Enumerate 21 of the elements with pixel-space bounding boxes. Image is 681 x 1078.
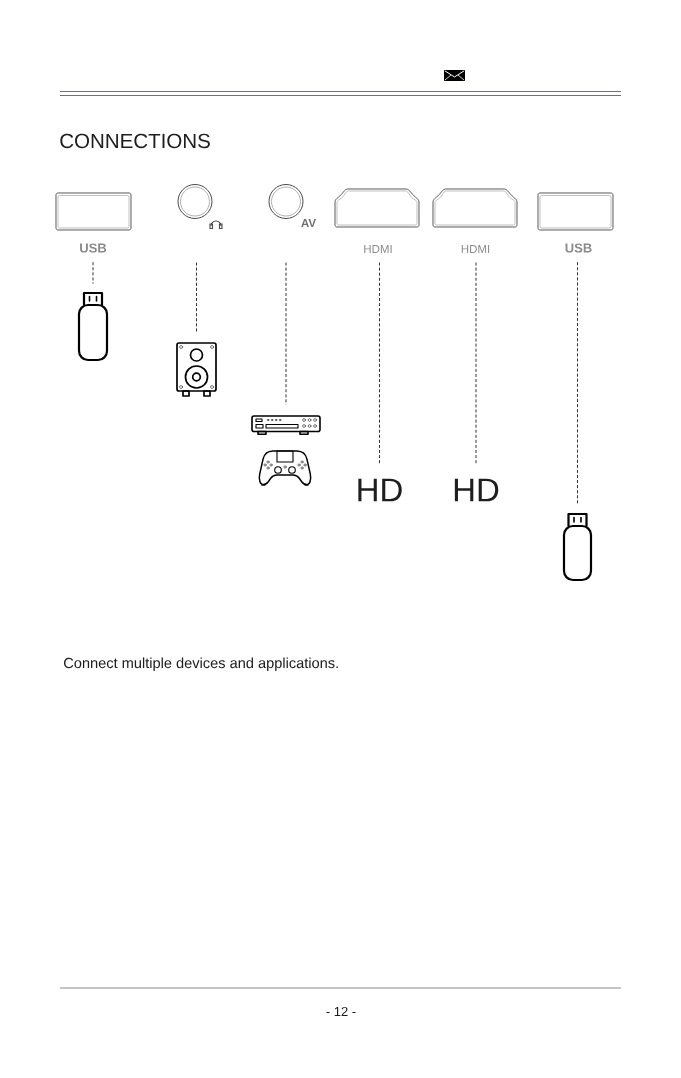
- dvd-player: [251, 415, 321, 435]
- connector-line: [475, 262, 477, 466]
- port-label: AV: [301, 219, 316, 227]
- connector-line: [285, 262, 287, 406]
- usb-drive: [562, 512, 593, 582]
- port-label: USB: [565, 243, 592, 253]
- connector-line: [196, 262, 197, 334]
- connector-line: [379, 262, 380, 466]
- usb-drive: [77, 291, 109, 362]
- caption-text: Connect multiple devices and applications.: [64, 657, 338, 671]
- device-label: HD: [454, 478, 499, 502]
- connector-line: [577, 261, 578, 506]
- game-controller: [258, 450, 312, 486]
- page-number: - 12 -: [326, 1006, 356, 1016]
- device-label: HD: [358, 478, 402, 502]
- section-title: CONNECTIONS: [60, 133, 210, 149]
- speaker: [176, 342, 217, 397]
- port-label: HDMI: [364, 245, 392, 253]
- connector-line: [92, 261, 94, 285]
- port-label: HDMI: [461, 245, 490, 253]
- port-label: USB: [80, 243, 107, 253]
